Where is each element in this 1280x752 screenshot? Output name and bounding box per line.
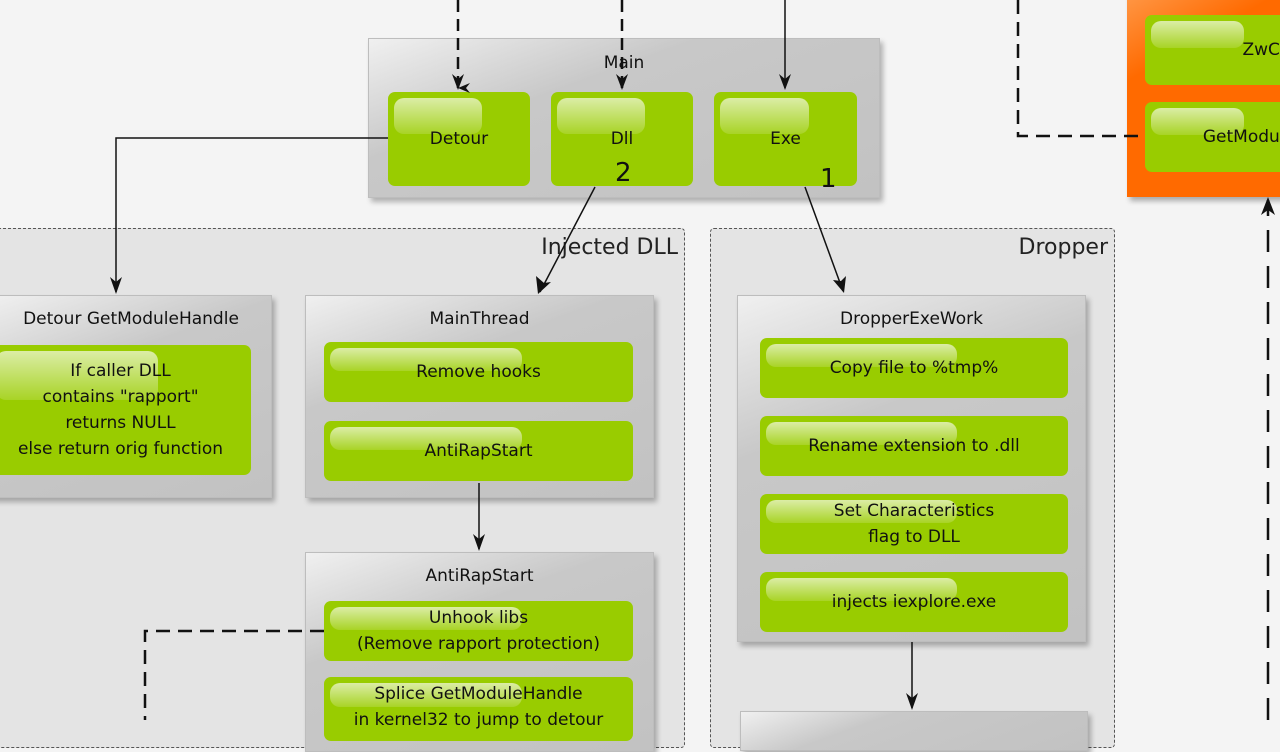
detour-to-gmh-arrow bbox=[115, 137, 388, 292]
node-label: Rename extension to .dll bbox=[808, 436, 1020, 456]
main-dll-node[interactable]: Dll bbox=[551, 92, 693, 186]
node-label: Unhook libs (Remove rapport protection) bbox=[357, 608, 600, 654]
getmodulehandle-hook-node[interactable]: GetModule bbox=[1145, 102, 1280, 172]
arrowhead bbox=[536, 276, 551, 294]
detour-logic-node[interactable]: If caller DLL contains "rapport" returns… bbox=[0, 345, 251, 475]
arrowhead bbox=[906, 693, 918, 710]
inject-iexplore-node[interactable]: injects iexplore.exe bbox=[760, 572, 1068, 632]
node-label: Copy file to %tmp% bbox=[829, 358, 999, 378]
node-label: Dll bbox=[610, 129, 634, 149]
connectors bbox=[110, 0, 1275, 720]
detour-getmodulehandle-title: Detour GetModuleHandle bbox=[23, 309, 239, 329]
node-label: If caller DLL contains "rapport" returns… bbox=[17, 361, 224, 459]
arrowhead bbox=[452, 74, 464, 90]
dropperexework-title: DropperExeWork bbox=[840, 309, 983, 329]
arrowhead bbox=[616, 74, 628, 90]
arrowhead bbox=[110, 277, 122, 294]
node-label: Exe bbox=[770, 129, 801, 149]
mainthread-title: MainThread bbox=[429, 309, 530, 329]
arrowhead bbox=[779, 74, 791, 90]
zwclose-node[interactable]: ZwClo bbox=[1145, 15, 1280, 85]
main-title: Main bbox=[603, 53, 645, 73]
unhook-libs-node[interactable]: Unhook libs (Remove rapport protection) bbox=[324, 601, 633, 661]
dropper-label: Dropper bbox=[1018, 235, 1108, 260]
dll-to-mainthread-arrow bbox=[539, 186, 596, 293]
node-label: Set Characteristics flag to DLL bbox=[833, 501, 995, 547]
rename-extension-node[interactable]: Rename extension to .dll bbox=[760, 416, 1068, 476]
remove-hooks-node[interactable]: Remove hooks bbox=[324, 342, 633, 402]
arrowhead bbox=[833, 276, 846, 293]
copy-file-node[interactable]: Copy file to %tmp% bbox=[760, 338, 1068, 398]
step-number-exe: 1 bbox=[820, 164, 837, 194]
main-detour-node[interactable]: Detour bbox=[388, 92, 530, 186]
antirapstart-call-node[interactable]: AntiRapStart bbox=[324, 421, 633, 481]
node-label: AntiRapStart bbox=[424, 441, 533, 461]
exe-to-dropper-arrow bbox=[804, 186, 844, 292]
arrowhead bbox=[473, 534, 485, 551]
node-label: ZwClo bbox=[1242, 40, 1280, 60]
node-label: Detour bbox=[429, 129, 489, 149]
arrowhead bbox=[1261, 197, 1275, 215]
main-exe-node[interactable]: Exe bbox=[714, 92, 857, 186]
step-number-dll: 2 bbox=[615, 158, 632, 188]
antirapstart-title: AntiRapStart bbox=[425, 566, 534, 586]
node-label: GetModule bbox=[1202, 127, 1280, 147]
dashed-unhook-link bbox=[143, 629, 324, 720]
node-label: Remove hooks bbox=[416, 362, 541, 382]
node-label: injects iexplore.exe bbox=[831, 592, 997, 612]
set-characteristics-node[interactable]: Set Characteristics flag to DLL bbox=[760, 494, 1068, 554]
dashed-getmodule-link bbox=[1016, 0, 1145, 138]
